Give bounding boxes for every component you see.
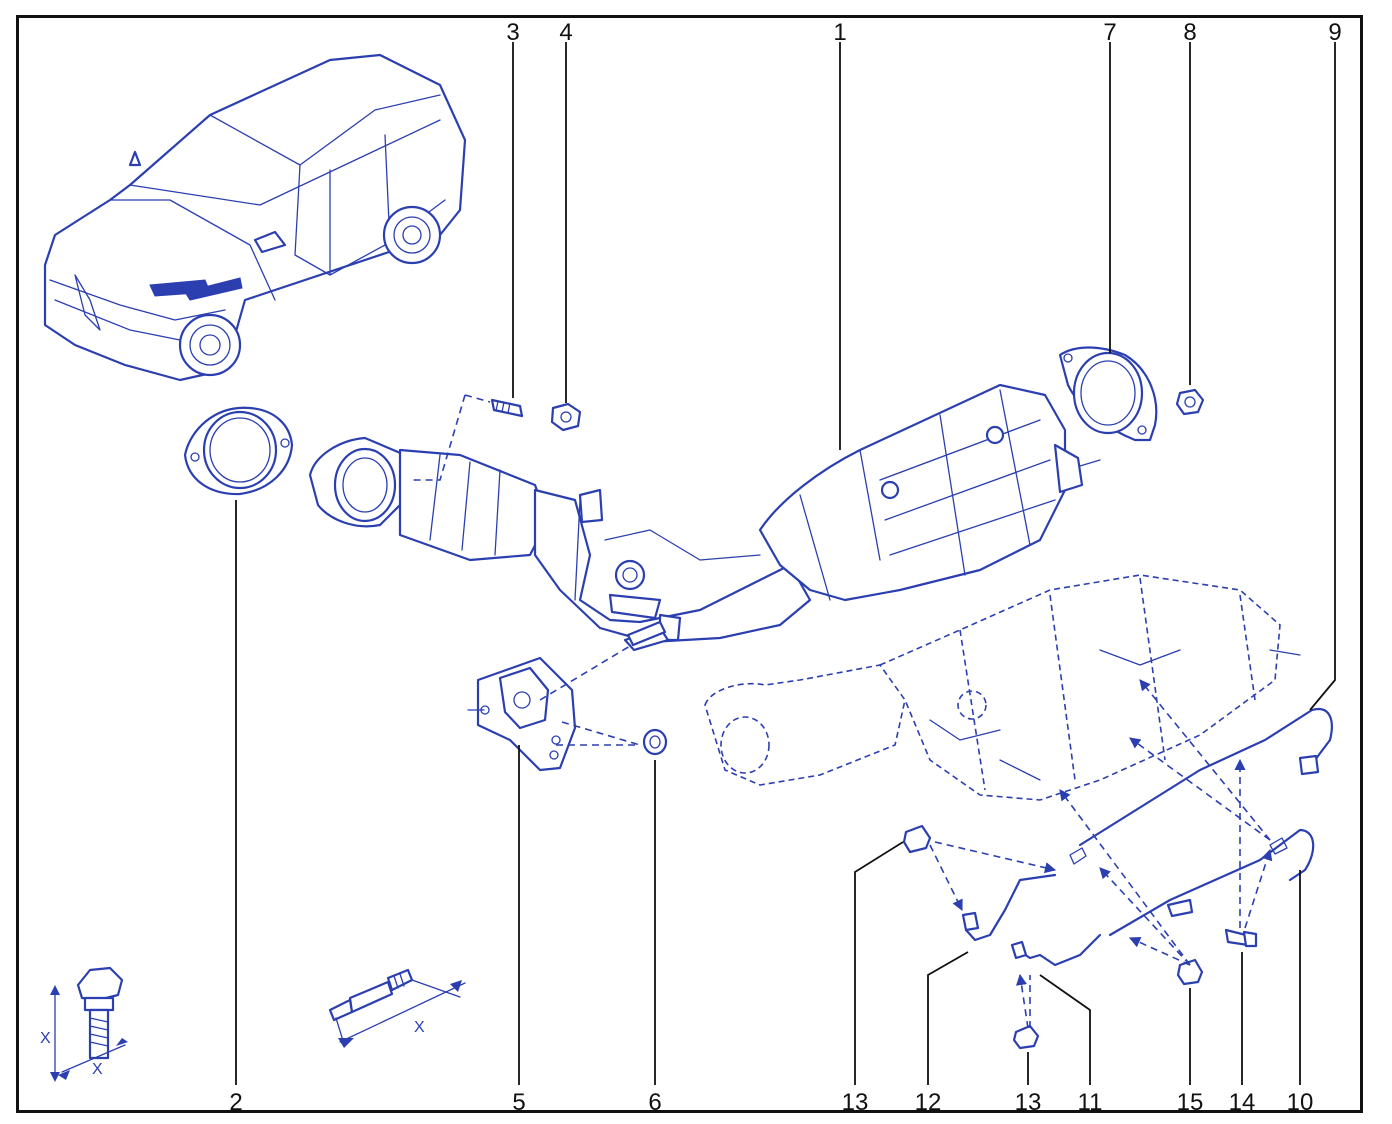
diagram-frame xyxy=(16,15,1363,1113)
part-13-clamp-upper xyxy=(902,824,932,854)
part-10-sensor-pipe xyxy=(1108,828,1315,937)
callout-12: 12 xyxy=(915,1089,942,1116)
callout-8: 8 xyxy=(1183,19,1196,46)
part-3-stud xyxy=(490,398,524,418)
stud-dimension-detail: X xyxy=(328,968,466,1048)
stud-length-label: X xyxy=(414,1019,425,1036)
bolt-width-label: X xyxy=(92,1061,103,1078)
bolt-dimension-detail: X X xyxy=(40,966,128,1082)
bolt-length-label: X xyxy=(40,1030,51,1047)
callout-11: 11 xyxy=(1078,1089,1103,1116)
part-8-nut xyxy=(1175,388,1205,416)
callout-numbers: 1 2 3 4 5 6 7 8 9 10 11 12 13 13 14 15 xyxy=(229,19,1341,1116)
part-11-tube xyxy=(1010,933,1102,967)
callout-5: 5 xyxy=(512,1089,525,1116)
callout-3: 3 xyxy=(506,19,519,46)
callout-7: 7 xyxy=(1103,19,1116,46)
assembly-arrows xyxy=(929,679,1273,1029)
vehicle-illustration xyxy=(43,53,467,382)
leader-lines xyxy=(235,42,1336,1085)
callout-1: 1 xyxy=(833,19,846,46)
part-13-clamp-lower xyxy=(1012,1024,1040,1050)
callout-2: 2 xyxy=(229,1089,242,1116)
part-2-gasket xyxy=(183,406,294,496)
bracket-assembly-path xyxy=(539,639,641,746)
callout-4: 4 xyxy=(559,19,572,46)
part-14-bolt xyxy=(1224,928,1258,948)
callout-13-right: 13 xyxy=(1015,1089,1042,1116)
stud-assembly-path xyxy=(410,394,491,481)
part-6-nut xyxy=(642,728,668,756)
part-7-gasket xyxy=(1058,346,1158,442)
callout-9: 9 xyxy=(1328,19,1341,46)
callout-13-left: 13 xyxy=(842,1089,869,1116)
callout-10: 10 xyxy=(1287,1089,1314,1116)
part-12-tube xyxy=(961,873,1057,942)
part-9-sensor-pipe xyxy=(1069,707,1333,865)
callout-6: 6 xyxy=(648,1089,661,1116)
reference-assembly-ghost xyxy=(704,574,1301,801)
part-4-nut xyxy=(550,402,582,432)
callout-14: 14 xyxy=(1229,1089,1256,1116)
bracket-stud xyxy=(626,620,667,647)
part-5-bracket xyxy=(467,656,577,772)
part-15-clamp xyxy=(1176,958,1204,986)
part-1-catalytic-converter xyxy=(308,383,1101,652)
callout-15: 15 xyxy=(1177,1089,1204,1116)
